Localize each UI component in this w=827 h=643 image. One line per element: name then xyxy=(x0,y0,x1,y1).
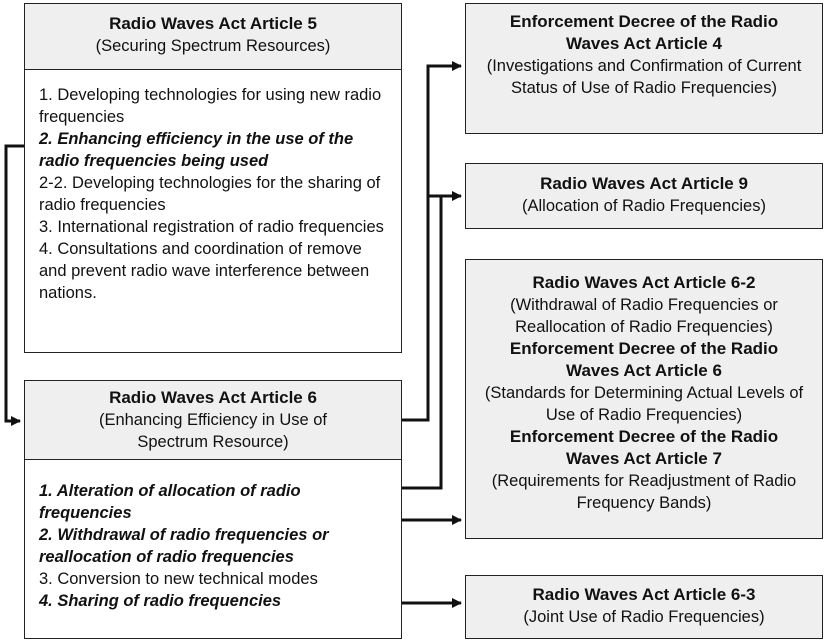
article6-3-box: Radio Waves Act Article 6-3 (Joint Use o… xyxy=(465,575,823,639)
article5-title: Radio Waves Act Article 5 xyxy=(109,14,317,33)
article5-subtitle: (Securing Spectrum Resources) xyxy=(95,37,331,55)
article5-item-1: 1. Developing technologies for using new… xyxy=(39,86,382,126)
article5-item-5: 4. Consultations and coordination of rem… xyxy=(39,240,370,302)
article6-item-1: 1. Alteration of allocation of radio fre… xyxy=(39,482,301,522)
article9-title: Radio Waves Act Article 9 xyxy=(540,174,748,193)
decree7-subtitle: (Requirements for Readjustment of Radio … xyxy=(491,472,797,512)
article9-box: Radio Waves Act Article 9 (Allocation of… xyxy=(465,163,823,229)
article6-subtitle: (Enhancing Efficiency in Use of Spectrum… xyxy=(98,411,328,451)
article6-item-2: 2. Withdrawal of radio frequencies or re… xyxy=(39,526,329,566)
article5-item-4: 3. International registration of radio f… xyxy=(39,218,384,236)
article6-header: Radio Waves Act Article 6 (Enhancing Eff… xyxy=(24,380,402,460)
article6-3-subtitle: (Joint Use of Radio Frequencies) xyxy=(523,608,765,626)
arrow-article6-to-decree4 xyxy=(402,61,462,422)
article5-item-3: 2-2. Developing technologies for the sha… xyxy=(39,174,381,214)
article5-header: Radio Waves Act Article 5 (Securing Spec… xyxy=(24,3,402,70)
article6-title: Radio Waves Act Article 6 xyxy=(109,388,317,407)
decree6-title: Enforcement Decree of the Radio Waves Ac… xyxy=(509,339,779,380)
decree6-subtitle: (Standards for Determining Actual Levels… xyxy=(484,384,804,424)
article5-body: 1. Developing technologies for using new… xyxy=(24,69,402,353)
article9-subtitle: (Allocation of Radio Frequencies) xyxy=(522,197,766,215)
article6-3-title: Radio Waves Act Article 6-3 xyxy=(532,585,756,604)
related-provisions-box: Radio Waves Act Article 6-2 (Withdrawal … xyxy=(465,259,823,539)
article6-2-subtitle: (Withdrawal of Radio Frequencies or Real… xyxy=(510,296,778,336)
decree7-title: Enforcement Decree of the Radio Waves Ac… xyxy=(509,427,779,468)
article6-body: 1. Alteration of allocation of radio fre… xyxy=(24,459,402,639)
decree4-box: Enforcement Decree of the Radio Waves Ac… xyxy=(465,3,823,134)
article6-2-title: Radio Waves Act Article 6-2 xyxy=(532,273,756,292)
decree4-title: Enforcement Decree of the Radio Waves Ac… xyxy=(509,12,779,53)
arrow-item1-to-article9 xyxy=(402,196,443,490)
article5-item-2: 2. Enhancing efficiency in the use of th… xyxy=(39,130,354,170)
article6-item-3: 3. Conversion to new technical modes xyxy=(39,570,318,588)
decree4-subtitle: (Investigations and Confirmation of Curr… xyxy=(486,57,802,97)
article6-item-4: 4. Sharing of radio frequencies xyxy=(39,592,282,610)
article6-item-list: 1. Alteration of allocation of radio fre… xyxy=(39,480,387,612)
arrow-article5-to-article6 xyxy=(4,144,24,426)
article5-item-list: 1. Developing technologies for using new… xyxy=(39,84,387,304)
